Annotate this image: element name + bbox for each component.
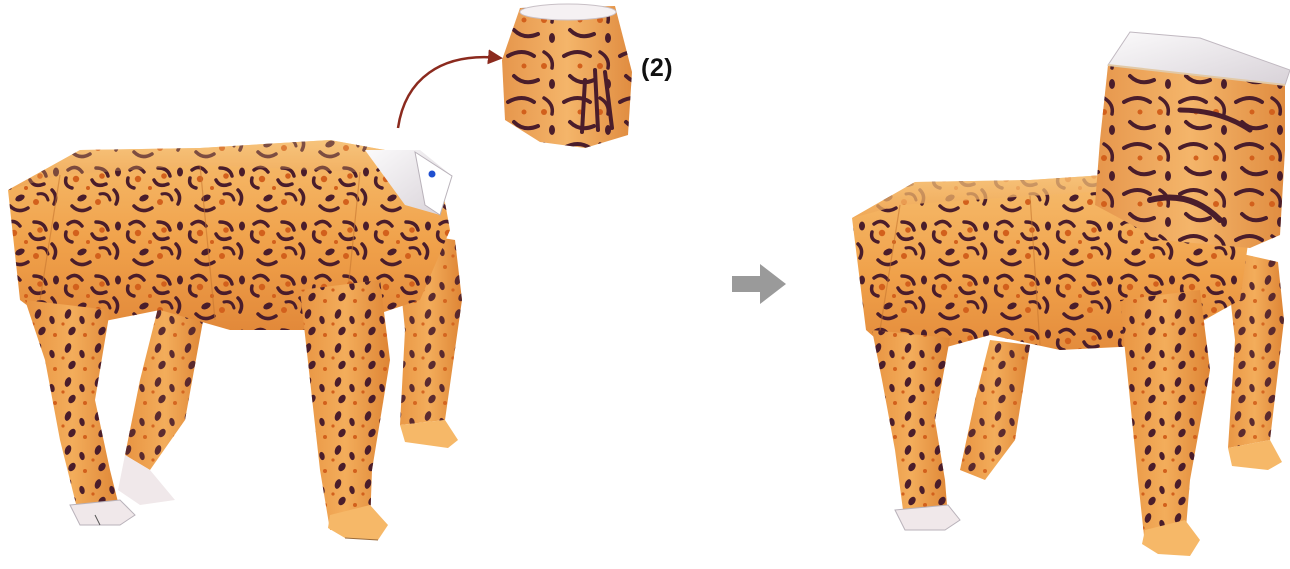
attached-neck-tube [1095,32,1290,248]
step-label: (2) [641,54,673,83]
